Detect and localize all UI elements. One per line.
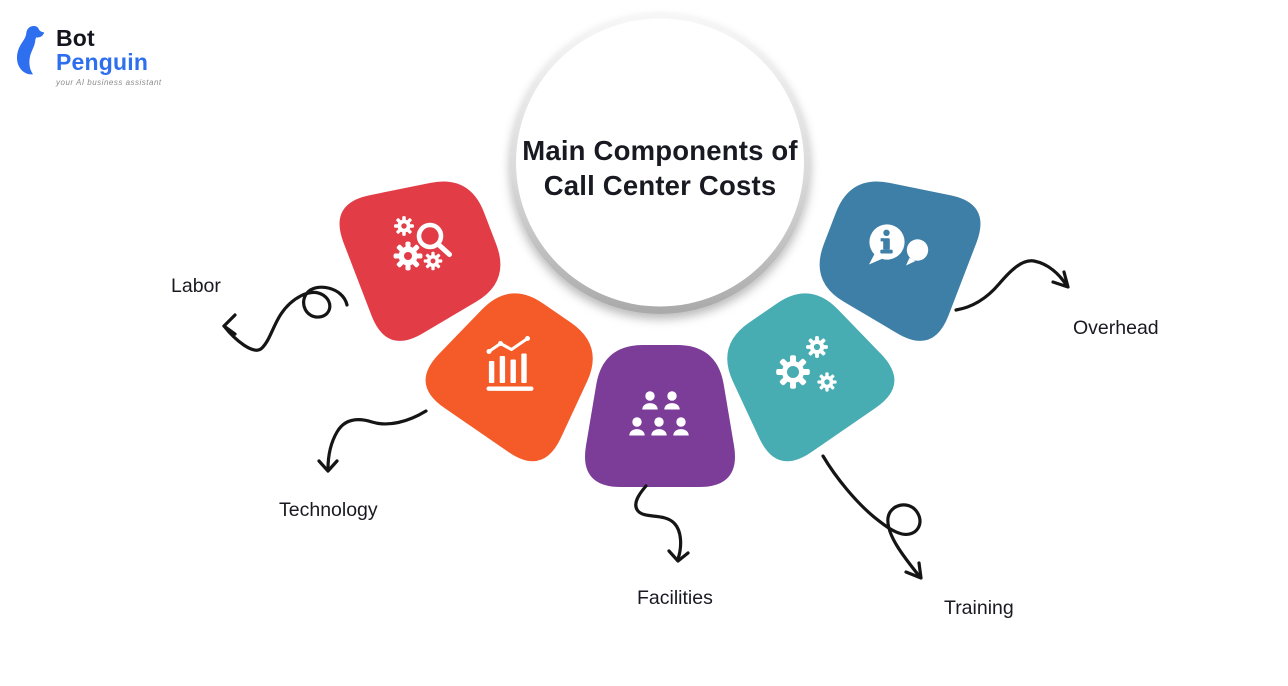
logo-tagline: your AI business assistant: [56, 78, 162, 87]
central-circle: [510, 14, 810, 314]
label-training: Training: [944, 597, 1014, 619]
technology-arrow: [317, 409, 428, 473]
technology-bar-chart-trend-icon: [486, 336, 534, 391]
label-technology: Technology: [279, 499, 378, 521]
brand-penguin: Penguin: [56, 49, 149, 75]
labor-gears-search-icon: [393, 216, 452, 271]
overhead-info-chat-icon: [869, 224, 929, 266]
facilities-arrow: [634, 484, 690, 563]
page-title: Main Components of Call Center Costs: [460, 133, 860, 203]
label-overhead: Overhead: [1073, 317, 1159, 339]
botpenguin-logo: Bot Penguin your AI business assistant: [12, 24, 162, 87]
training-gears-icon: [776, 336, 837, 392]
label-labor: Labor: [171, 275, 221, 297]
logo-text: Bot Penguin your AI business assistant: [56, 26, 162, 87]
penguin-icon: [17, 26, 45, 75]
overhead-arrow: [954, 259, 1070, 312]
title-line-2: Call Center Costs: [543, 170, 777, 201]
labor-arrow: [222, 285, 349, 352]
label-facilities: Facilities: [637, 587, 713, 609]
brand-bot: Bot: [56, 25, 95, 51]
title-line-1: Main Components of: [522, 135, 798, 166]
petal-facilities: [585, 345, 735, 487]
training-arrow: [821, 454, 923, 580]
